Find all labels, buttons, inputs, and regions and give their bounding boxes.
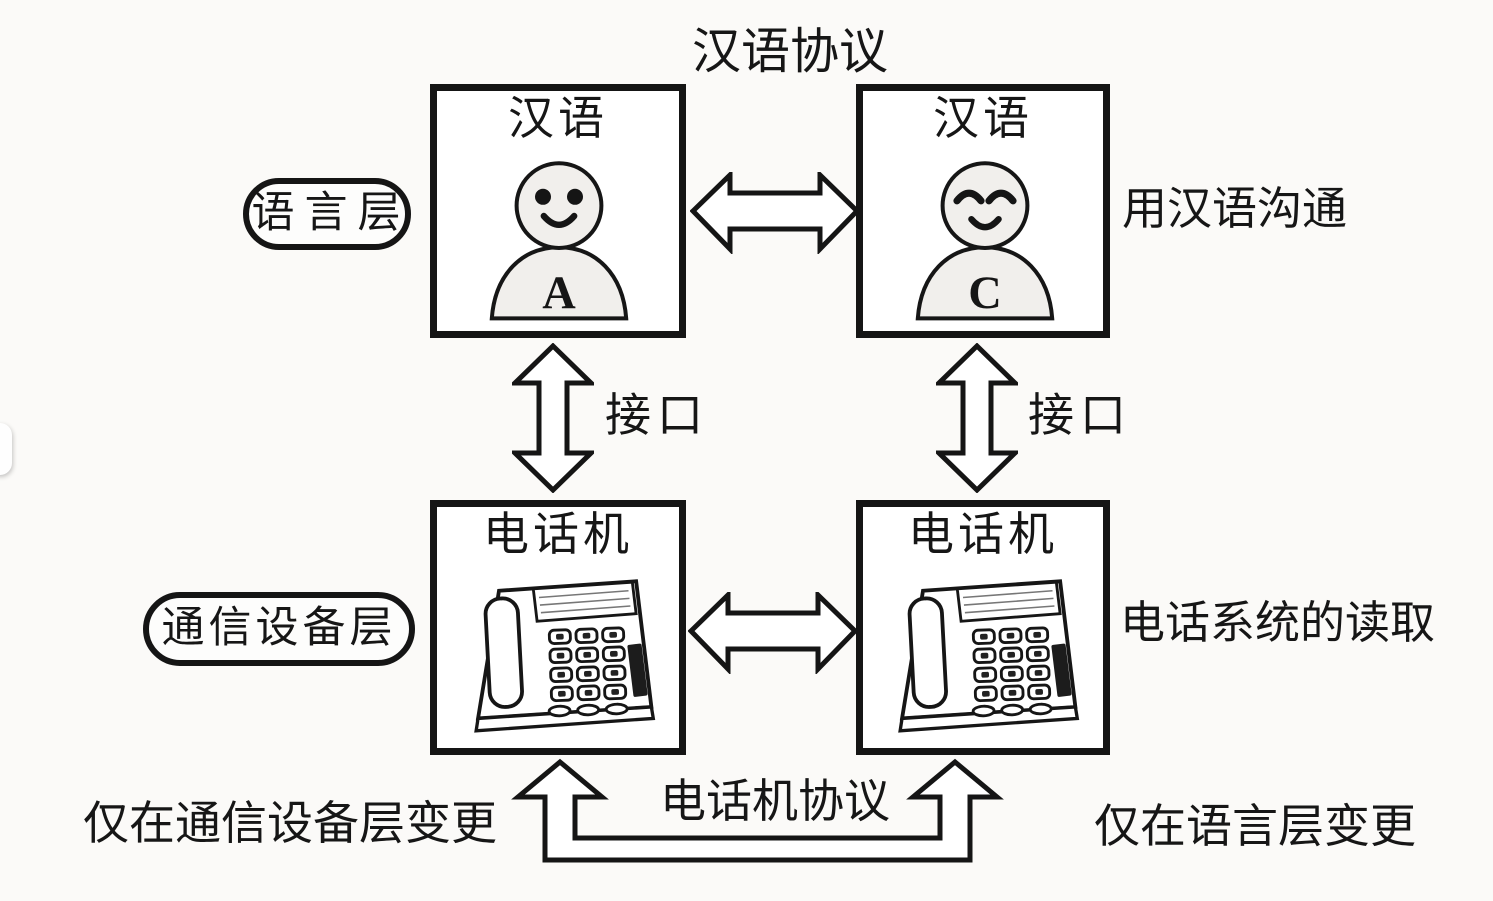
- device-layer-label: 通信设备层: [161, 605, 397, 653]
- person-a-icon: A: [489, 161, 629, 321]
- screen-edge-artifact: [0, 423, 12, 475]
- person-a-language-label: 汉语: [508, 93, 608, 144]
- horizontal-double-arrow-bottom: [688, 592, 858, 674]
- phone-system-note: 电话系统的读取: [1120, 598, 1436, 648]
- telephone-right-icon: [898, 579, 1080, 733]
- language-layer-label: 语言层: [251, 190, 411, 238]
- person-c-box: 汉语 C: [856, 84, 1110, 338]
- phone-protocol-label: 电话机协议: [660, 776, 890, 827]
- person-c-letter: C: [968, 268, 1002, 319]
- device-layer-change-note: 仅在通信设备层变更: [83, 798, 497, 849]
- communicate-in-chinese-note: 用汉语沟通: [1122, 184, 1348, 234]
- chinese-protocol-label: 汉语协议: [691, 24, 888, 79]
- person-c-icon: C: [915, 161, 1055, 321]
- interface-label-left: 接口: [605, 390, 709, 441]
- device-layer-pill: 通信设备层: [143, 592, 415, 666]
- vertical-double-arrow-right: [936, 343, 1018, 493]
- telephone-left-label: 电话机: [483, 509, 633, 560]
- telephone-right-box: 电话机: [856, 500, 1110, 755]
- phone-protocol-connector: [511, 758, 1004, 863]
- horizontal-double-arrow-top: [690, 172, 860, 254]
- telephone-left-icon: [474, 579, 656, 733]
- language-layer-pill: 语言层: [243, 178, 411, 250]
- person-a-box: 汉语 A: [430, 84, 686, 338]
- telephone-right-label: 电话机: [908, 509, 1058, 560]
- person-a-letter: A: [542, 268, 576, 319]
- interface-label-right: 接口: [1028, 390, 1132, 441]
- language-layer-change-note: 仅在语言层变更: [1094, 801, 1416, 852]
- person-c-language-label: 汉语: [933, 93, 1033, 144]
- vertical-double-arrow-left: [512, 343, 594, 493]
- telephone-left-box: 电话机: [430, 500, 686, 755]
